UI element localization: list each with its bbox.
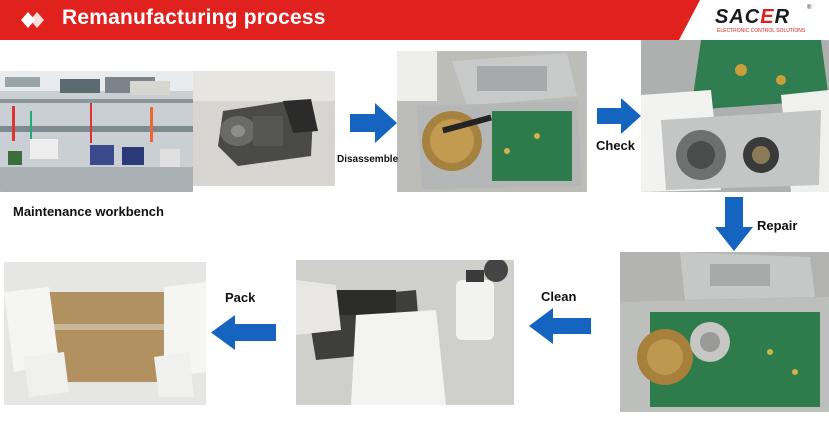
workbench-photo <box>0 71 193 192</box>
page-title: Remanufacturing process <box>62 6 326 29</box>
header-red-band <box>0 0 700 40</box>
repair-label: Repair <box>757 218 798 233</box>
brand-name: SACER <box>715 6 791 28</box>
check-photo <box>641 40 829 192</box>
pack-label: Pack <box>225 290 256 305</box>
arrow-right-icon <box>350 103 397 143</box>
brand-tagline: ELECTRONIC CONTROL SOLUTIONS <box>717 28 806 34</box>
header-bar: Remanufacturing process SACER ® ELECTRON… <box>0 0 829 40</box>
diamond-cards-icon <box>20 10 48 30</box>
check-label: Check <box>596 138 636 153</box>
arrow-left-icon <box>529 308 591 344</box>
actuator-photo <box>193 71 335 186</box>
clean-photo <box>296 260 514 405</box>
arrow-left-icon <box>211 315 276 350</box>
workbench-label: Maintenance workbench <box>13 204 164 219</box>
disassemble-label: Disassemble <box>337 154 399 165</box>
brand-registered-mark: ® <box>807 5 812 11</box>
pack-photo <box>4 262 206 405</box>
repair-photo <box>620 252 829 412</box>
arrow-right-icon <box>597 98 641 134</box>
arrow-down-icon <box>715 197 753 251</box>
disassembled-photo <box>397 51 587 192</box>
brand-logo: SACER ® ELECTRONIC CONTROL SOLUTIONS <box>715 5 815 36</box>
clean-label: Clean <box>541 289 577 304</box>
